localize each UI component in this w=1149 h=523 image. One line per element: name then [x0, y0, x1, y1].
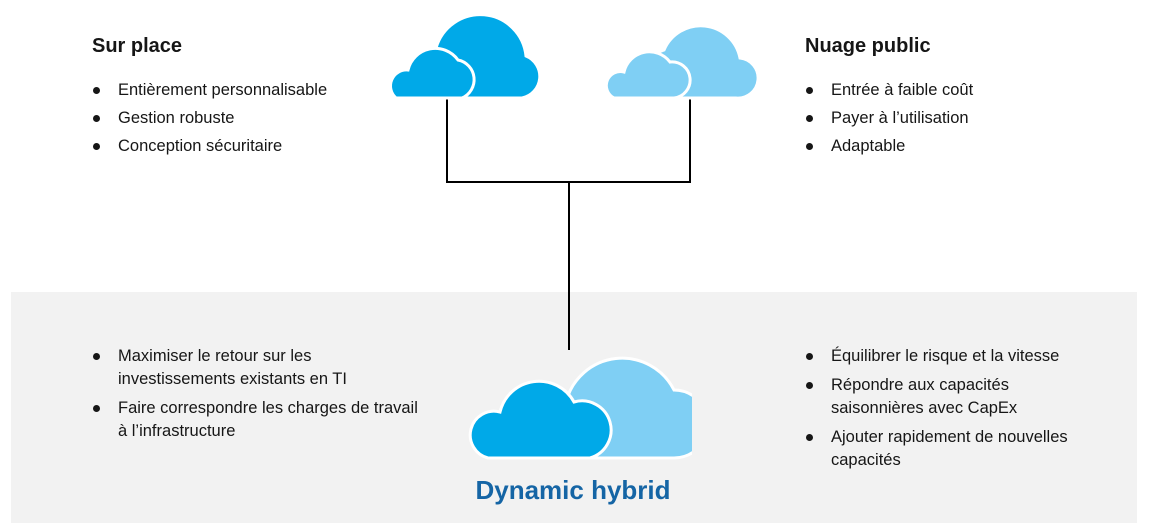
on-premises-title: Sur place: [92, 35, 183, 57]
list-item: Entrée à faible coût: [805, 76, 973, 104]
public-cloud-list: Entrée à faible coût Payer à l’utilisati…: [805, 76, 973, 160]
public-cloud-title: Nuage public: [805, 35, 931, 57]
list-item: Équilibrer le risque et la vitesse: [805, 345, 1095, 368]
list-item: Adaptable: [805, 132, 973, 160]
list-item: Faire correspondre les charges de travai…: [92, 397, 422, 443]
hybrid-cloud-icon: [468, 356, 692, 460]
on-premises-cloud-icon: [389, 13, 540, 100]
hybrid-right-list: Équilibrer le risque et la vitesse Répon…: [805, 345, 1095, 478]
list-item: Répondre aux capacités saisonnières avec…: [805, 374, 1095, 420]
list-item: Conception sécuritaire: [92, 132, 327, 160]
list-item: Ajouter rapidement de nouvelles capacité…: [805, 426, 1095, 472]
list-item: Gestion robuste: [92, 104, 327, 132]
list-item: Payer à l’utilisation: [805, 104, 973, 132]
hybrid-caption: Dynamic hybrid: [475, 475, 671, 505]
public-cloud-icon: [604, 24, 760, 100]
list-item: Entièrement personnalisable: [92, 76, 327, 104]
connector-tree: [446, 88, 691, 183]
on-premises-list: Entièrement personnalisable Gestion robu…: [92, 76, 327, 160]
hybrid-left-list: Maximiser le retour sur les investisseme…: [92, 345, 422, 449]
list-item: Maximiser le retour sur les investisseme…: [92, 345, 422, 391]
